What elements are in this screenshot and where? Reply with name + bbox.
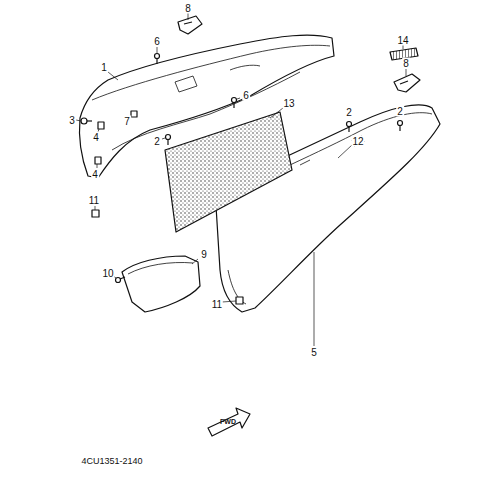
callout-number: 10 [101,268,114,279]
callout-number: 13 [282,98,295,109]
callout-number: 2 [153,136,161,147]
callout-number: 2 [396,106,404,117]
cover-detail [175,65,260,92]
cover-edge [92,45,330,100]
leader-lines [76,13,406,346]
callout-number: 4 [91,169,99,180]
clip [92,111,243,304]
callout-number: 1 [100,62,108,73]
callout-number: 6 [242,90,250,101]
callout-number: 8 [402,58,410,69]
callout-number: 9 [200,249,208,260]
callout-number: 12 [351,136,364,147]
diagram-code: 4CU1351-2140 [80,456,143,467]
callout-number: 3 [68,115,76,126]
callout-number: 4 [92,132,100,143]
callout-number: 5 [310,347,318,358]
bracket [178,16,202,34]
lid [122,256,200,312]
lid-edge [128,262,193,274]
foam-panel [165,112,292,232]
callout-number: 7 [123,116,131,127]
side-cover [79,35,334,178]
cover-edge [228,270,246,304]
callout-number: 8 [184,3,192,14]
direction-label: FWD [219,418,237,426]
callout-number: 14 [396,35,409,46]
callout-number: 11 [211,299,223,310]
fwd-arrow [208,408,250,436]
cover-edge [112,72,300,150]
bracket [394,74,420,92]
callout-number: 11 [88,195,100,206]
callout-number: 2 [345,107,353,118]
screw [81,54,403,283]
callout-number: 6 [153,36,161,47]
cover-detail [300,136,364,165]
